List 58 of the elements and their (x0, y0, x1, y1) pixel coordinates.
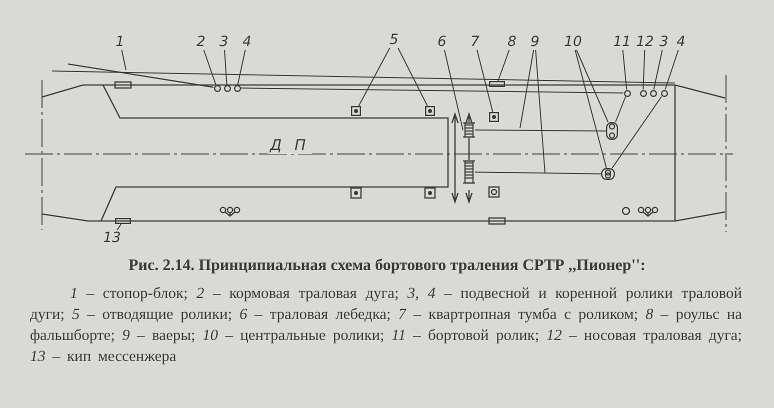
leader-line (642, 50, 646, 90)
leader-line (444, 50, 464, 131)
leader-line (224, 50, 228, 85)
leader-line (121, 50, 126, 70)
callout-number: 4 (676, 34, 686, 50)
callout-number: 3 (219, 34, 229, 50)
roller-symbol (650, 90, 656, 96)
callout-number: 11 (613, 34, 631, 50)
wire-line (474, 130, 606, 132)
leader-line (203, 50, 216, 85)
roller-plate-symbol (606, 122, 618, 140)
leader-line (498, 50, 510, 82)
winch-drum-symbol (463, 122, 475, 138)
callout-number: 1 (115, 34, 125, 50)
callout-number: 7 (470, 34, 480, 50)
callout-number: 12 (636, 34, 654, 50)
wire-line (474, 172, 602, 174)
roller-symbol (224, 84, 230, 92)
leader-line (664, 50, 679, 90)
leader-line (237, 50, 246, 85)
leader-line (535, 50, 546, 174)
callout-number: 5 (389, 32, 399, 48)
callout-number: 10 (564, 34, 582, 50)
leader-line (358, 48, 390, 106)
wire-line (612, 96, 662, 168)
centerline-label: Д П (268, 136, 312, 154)
wire-line (68, 64, 214, 88)
leader-line (622, 50, 628, 90)
callout-number: 9 (530, 34, 540, 50)
roller-symbol (624, 90, 630, 96)
leader-line (653, 50, 663, 90)
roller-symbol (214, 84, 220, 92)
roller-symbol (660, 90, 668, 96)
leader-line (116, 224, 122, 230)
callout-number: 2 (196, 34, 206, 50)
winch-drum-symbol (463, 160, 475, 184)
figure-caption: 1 – стопор-блок; 2 – кормовая траловая дуга; 3, 4 – подвесной и коренной ролики траловой дуги; 5 – отводящие ролики; 6 – траловая лебедка; 7 – квартропная тумба с роликом; 8 – роульс на фальшборте; 9 – ваеры; 10 – центральные ролики; 11 – бортовой ролик; 12 – носовая траловая дуга; 13 – кип мессенжера (30, 284, 742, 367)
fairlead-symbol (489, 81, 505, 87)
callout-number: 3 (659, 34, 669, 50)
roller-plate-symbol (601, 168, 615, 180)
roller-symbol (234, 84, 240, 92)
bollard-symbol (489, 112, 499, 122)
figure-title: Рис. 2.14. Принципиальная схема бортового траления СРТР ,,Пионер'': (127, 257, 647, 275)
callout-number: 4 (242, 34, 252, 50)
deflector-roller-symbol (425, 106, 435, 116)
leader-line (574, 50, 607, 168)
callout-number: 6 (437, 34, 447, 50)
leader-line (576, 50, 609, 122)
callout-number: 13 (103, 230, 121, 246)
wire-line (240, 88, 624, 94)
leader-line (398, 48, 428, 106)
deflector-roller-symbol (351, 106, 361, 116)
leader-line (476, 50, 494, 112)
leader-line (520, 50, 534, 128)
wire-line (615, 96, 626, 122)
roller-symbol (640, 90, 646, 96)
fairlead-symbol (115, 218, 131, 224)
callout-number: 8 (507, 34, 517, 50)
